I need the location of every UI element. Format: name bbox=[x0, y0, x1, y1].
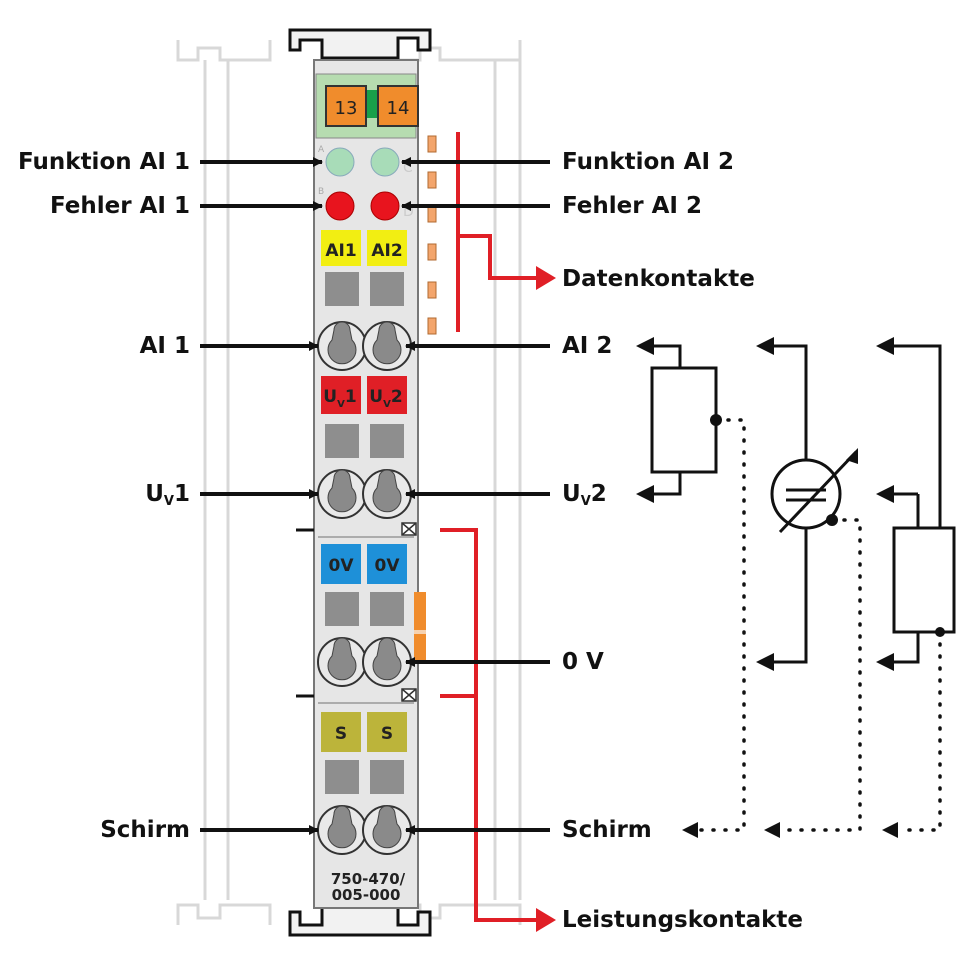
led-function-ai1 bbox=[325, 147, 355, 177]
tag-ai1 bbox=[321, 230, 361, 266]
shield-arrowheads bbox=[682, 822, 898, 838]
connector-13-label: 13 bbox=[335, 98, 358, 119]
led-letter-c: C bbox=[403, 160, 413, 176]
bottom-clip bbox=[288, 903, 432, 937]
tag-0v-2 bbox=[367, 544, 407, 584]
led-error-ai2 bbox=[370, 191, 400, 221]
led-letter-b: B bbox=[318, 187, 324, 197]
tag-s-2 bbox=[367, 712, 407, 752]
svg-text:AI1: AI1 bbox=[325, 241, 356, 261]
clamp-openings bbox=[327, 321, 402, 849]
pointer-arrows bbox=[200, 157, 550, 835]
sensor-wiring bbox=[640, 344, 956, 664]
potentiometer bbox=[650, 366, 718, 474]
power-contact bbox=[414, 592, 426, 662]
red-arrowheads bbox=[536, 266, 556, 932]
svg-text:UV2: UV2 bbox=[369, 387, 402, 410]
led-error-ai1 bbox=[325, 191, 355, 221]
svg-text:AI2: AI2 bbox=[371, 241, 402, 261]
connector-13 bbox=[325, 85, 367, 127]
top-clip bbox=[288, 28, 432, 60]
label-ai1: AI 1 bbox=[139, 333, 190, 359]
svg-text:S: S bbox=[381, 724, 393, 744]
contact-brackets bbox=[440, 132, 536, 922]
svg-text:0V: 0V bbox=[375, 556, 401, 576]
svg-text:S: S bbox=[335, 724, 347, 744]
label-uv1: UV1 bbox=[145, 481, 190, 509]
ghost-background-modules bbox=[176, 40, 522, 925]
led-letter-d: D bbox=[403, 204, 414, 220]
label-funktion-ai2: Funktion AI 2 bbox=[562, 149, 735, 175]
led-letter-a: A bbox=[318, 145, 325, 155]
led-function-ai2 bbox=[370, 147, 400, 177]
connector-14 bbox=[377, 85, 419, 127]
label-leistungskontakte: Leistungskontakte bbox=[562, 907, 803, 933]
release-buttons bbox=[325, 272, 404, 794]
connector-14-label: 14 bbox=[387, 98, 410, 119]
label-fehler-ai2: Fehler AI 2 bbox=[562, 193, 702, 219]
label-schirm-left: Schirm bbox=[100, 817, 190, 843]
tag-uv1 bbox=[321, 376, 361, 414]
label-0v: 0 V bbox=[562, 649, 604, 675]
label-ai2: AI 2 bbox=[562, 333, 613, 359]
svg-text:UV1: UV1 bbox=[323, 387, 356, 410]
contact-markers bbox=[401, 522, 417, 702]
data-contacts bbox=[427, 135, 437, 335]
label-datenkontakte: Datenkontakte bbox=[562, 266, 755, 292]
resistor-sensor bbox=[892, 526, 956, 634]
label-funktion-ai1: Funktion AI 1 bbox=[17, 149, 190, 175]
io-module: A B C D 13 14 AI1 AI2 UV1 UV2 0V 0V bbox=[288, 28, 437, 937]
tag-uv2 bbox=[367, 376, 407, 414]
label-fehler-ai1: Fehler AI 1 bbox=[50, 193, 190, 219]
shield-dotted-lines bbox=[698, 418, 942, 832]
tag-0v-1 bbox=[321, 544, 361, 584]
label-schirm-right: Schirm bbox=[562, 817, 652, 843]
sensor-arrowheads bbox=[636, 337, 945, 671]
tag-s-1 bbox=[321, 712, 361, 752]
tag-ai2 bbox=[367, 230, 407, 266]
part-number-line1: 750-470/ bbox=[331, 870, 406, 888]
svg-text:0V: 0V bbox=[329, 556, 355, 576]
part-number-line2: 005-000 bbox=[332, 886, 401, 904]
label-uv2: UV2 bbox=[562, 481, 607, 509]
